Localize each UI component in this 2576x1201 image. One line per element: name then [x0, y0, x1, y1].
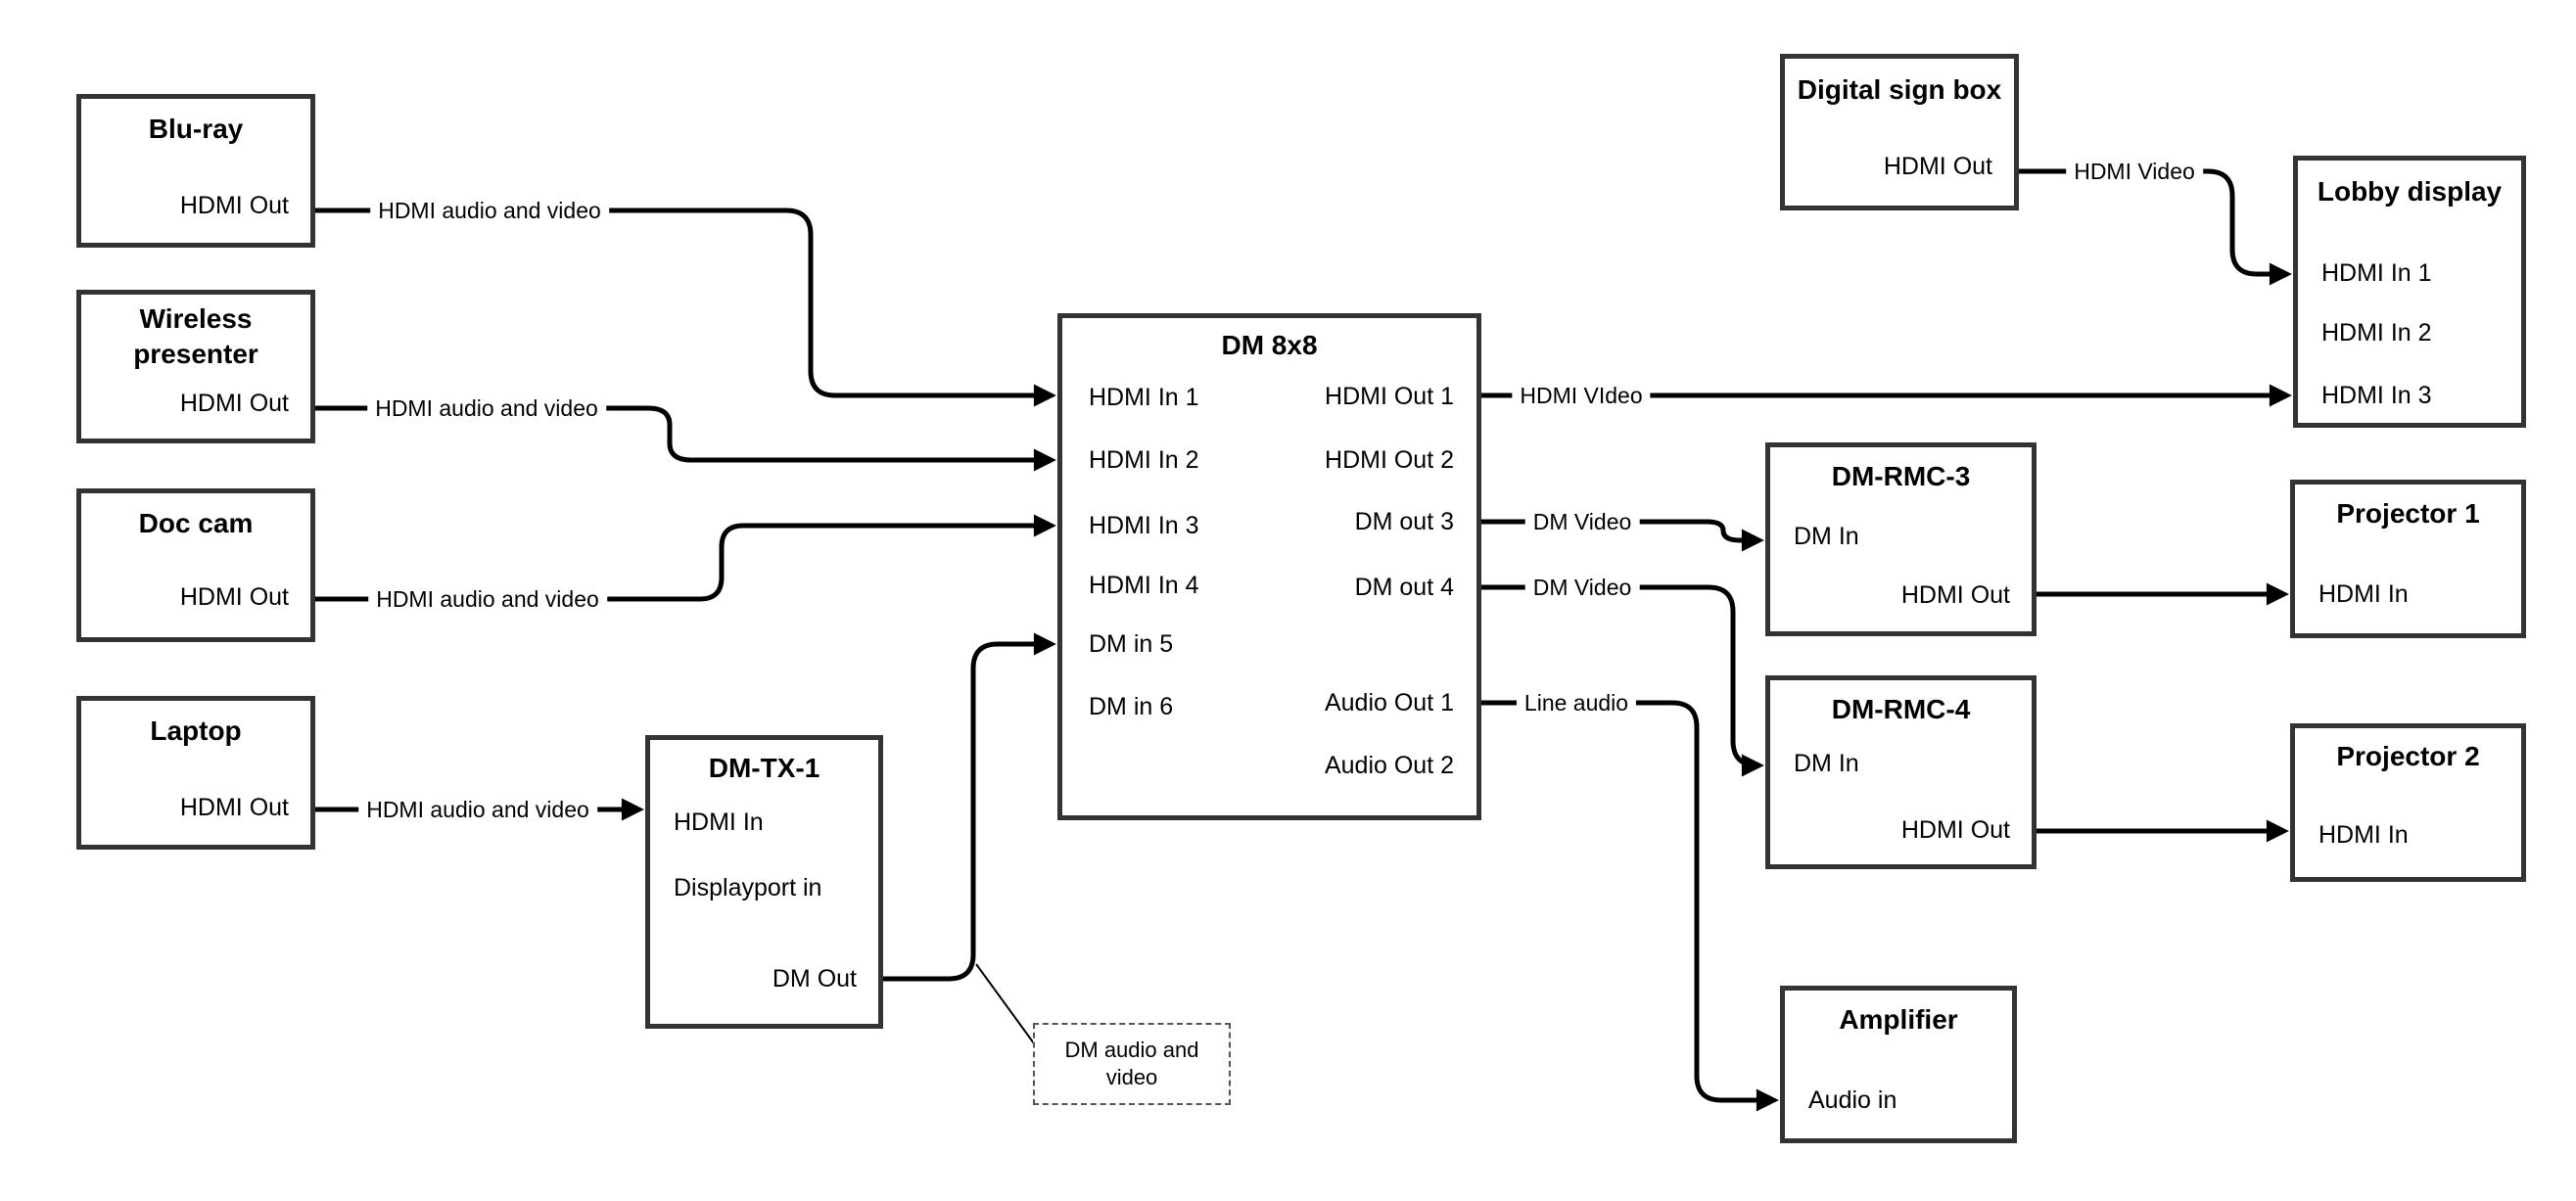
port-laptop-hdmi-out: HDMI Out: [179, 794, 289, 821]
port-dm8x8-hdmi-out-1: HDMI Out 1: [1325, 383, 1454, 410]
node-doc-cam: Doc cam HDMI Out: [76, 488, 315, 642]
node-digital-sign-box: Digital sign box HDMI Out: [1780, 54, 2019, 210]
port-doccam-hdmi-out: HDMI Out: [179, 583, 289, 611]
node-amplifier-title: Amplifier: [1839, 1004, 1958, 1035]
node-lobby-display-title: Lobby display: [2317, 176, 2503, 207]
port-lobby-hdmi-in-3: HDMI In 3: [2321, 382, 2432, 409]
node-laptop-title: Laptop: [150, 716, 242, 746]
port-sign-hdmi-out: HDMI Out: [1883, 153, 1992, 180]
node-dm-rmc-4: DM-RMC-4 DM In HDMI Out: [1765, 675, 2037, 869]
port-dmtx1-hdmi-in: HDMI In: [674, 808, 764, 836]
node-doc-cam-title: Doc cam: [138, 508, 254, 538]
port-rmc3-dm-in: DM In: [1794, 523, 1859, 550]
port-dm8x8-dm-out-4: DM out 4: [1354, 574, 1454, 601]
node-lobby-display: Lobby display HDMI In 1 HDMI In 2 HDMI I…: [2293, 156, 2526, 428]
port-dm8x8-dm-out-3: DM out 3: [1354, 508, 1454, 535]
edge-label-dm-video-3: DM Video: [1524, 508, 1640, 535]
port-dmtx1-dm-out: DM Out: [772, 965, 857, 993]
port-dmtx1-displayport-in: Displayport in: [674, 874, 822, 901]
node-projector-1-title: Projector 1: [2336, 498, 2480, 529]
node-dm-tx-1-title: DM-TX-1: [708, 753, 820, 783]
edge-label-laptop: HDMI audio and video: [358, 796, 597, 823]
port-dm8x8-hdmi-in-4: HDMI In 4: [1089, 572, 1199, 599]
node-dm-8x8-title: DM 8x8: [1221, 330, 1318, 360]
node-dm-rmc-4-title: DM-RMC-4: [1831, 694, 1971, 724]
node-bluray-title: Blu-ray: [148, 114, 244, 144]
node-laptop: Laptop HDMI Out: [76, 696, 315, 850]
wire-dm8x8-out4-to-rmc4: [1481, 584, 1764, 777]
edge-label-line-audio: Line audio: [1516, 689, 1637, 716]
node-projector-1: Projector 1 HDMI In: [2290, 480, 2526, 638]
port-rmc4-hdmi-out: HDMI Out: [1900, 816, 2010, 844]
note-callout-line: [975, 963, 1035, 1044]
port-dm8x8-hdmi-in-3: HDMI In 3: [1089, 512, 1199, 539]
node-wireless-presenter-title: Wireless presenter: [133, 303, 258, 369]
wire-sign-to-lobby-in1: [2019, 168, 2292, 286]
port-dm8x8-hdmi-in-2: HDMI In 2: [1089, 446, 1199, 474]
port-lobby-hdmi-in-1: HDMI In 1: [2321, 259, 2432, 287]
port-rmc4-dm-in: DM In: [1794, 750, 1859, 777]
node-dm-tx-1: DM-TX-1 HDMI In Displayport in DM Out: [645, 735, 883, 1029]
node-bluray: Blu-ray HDMI Out: [76, 94, 315, 248]
port-proj2-hdmi-in: HDMI In: [2318, 821, 2409, 849]
port-amplifier-audio-in: Audio in: [1808, 1086, 1897, 1114]
edge-label-sign-hdmi-video: HDMI Video: [2066, 158, 2203, 185]
edge-label-doccam: HDMI audio and video: [368, 585, 607, 613]
port-dm8x8-audio-out-2: Audio Out 2: [1324, 752, 1454, 779]
node-dm-8x8: DM 8x8 HDMI In 1 HDMI In 2 HDMI In 3 HDM…: [1057, 313, 1481, 820]
edge-label-hdmi-video-out1: HDMI VIdeo: [1512, 382, 1651, 409]
port-dm8x8-dm-in-6: DM in 6: [1089, 693, 1174, 720]
wire-dmtx1-to-dm8x8-in5: [883, 632, 1056, 982]
edge-label-wireless: HDMI audio and video: [367, 394, 606, 422]
node-dm-rmc-3: DM-RMC-3 DM In HDMI Out: [1765, 442, 2037, 636]
wire-wireless-to-dm8x8-in2: [315, 405, 1056, 472]
port-lobby-hdmi-in-2: HDMI In 2: [2321, 319, 2432, 346]
wire-dm8x8-out3-to-rmc3: [1481, 519, 1764, 552]
port-dm8x8-hdmi-in-1: HDMI In 1: [1089, 384, 1199, 411]
edge-label-bluray: HDMI audio and video: [370, 197, 609, 224]
wire-dm8x8-audio1-to-amplifier: [1481, 700, 1779, 1112]
port-dm8x8-hdmi-out-2: HDMI Out 2: [1325, 446, 1454, 474]
wire-bluray-to-dm8x8-in1: [315, 208, 1056, 407]
wire-doccam-to-dm8x8-in3: [315, 514, 1056, 602]
port-rmc3-hdmi-out: HDMI Out: [1900, 581, 2010, 609]
node-wireless-presenter: Wireless presenter HDMI Out: [76, 290, 315, 443]
note-dm-audio-and-video: DM audio and video: [1033, 1023, 1231, 1105]
node-digital-sign-box-title: Digital sign box: [1797, 74, 2002, 105]
port-bluray-hdmi-out: HDMI Out: [179, 192, 289, 219]
node-projector-2-title: Projector 2: [2336, 741, 2480, 771]
port-dm8x8-dm-in-5: DM in 5: [1089, 630, 1174, 658]
port-dm8x8-audio-out-1: Audio Out 1: [1324, 689, 1454, 716]
edge-label-dm-video-4: DM Video: [1524, 574, 1640, 601]
port-proj1-hdmi-in: HDMI In: [2318, 580, 2409, 608]
node-amplifier: Amplifier Audio in: [1780, 986, 2017, 1143]
port-wireless-hdmi-out: HDMI Out: [179, 390, 289, 417]
node-projector-2: Projector 2 HDMI In: [2290, 723, 2526, 882]
node-dm-rmc-3-title: DM-RMC-3: [1831, 461, 1971, 491]
